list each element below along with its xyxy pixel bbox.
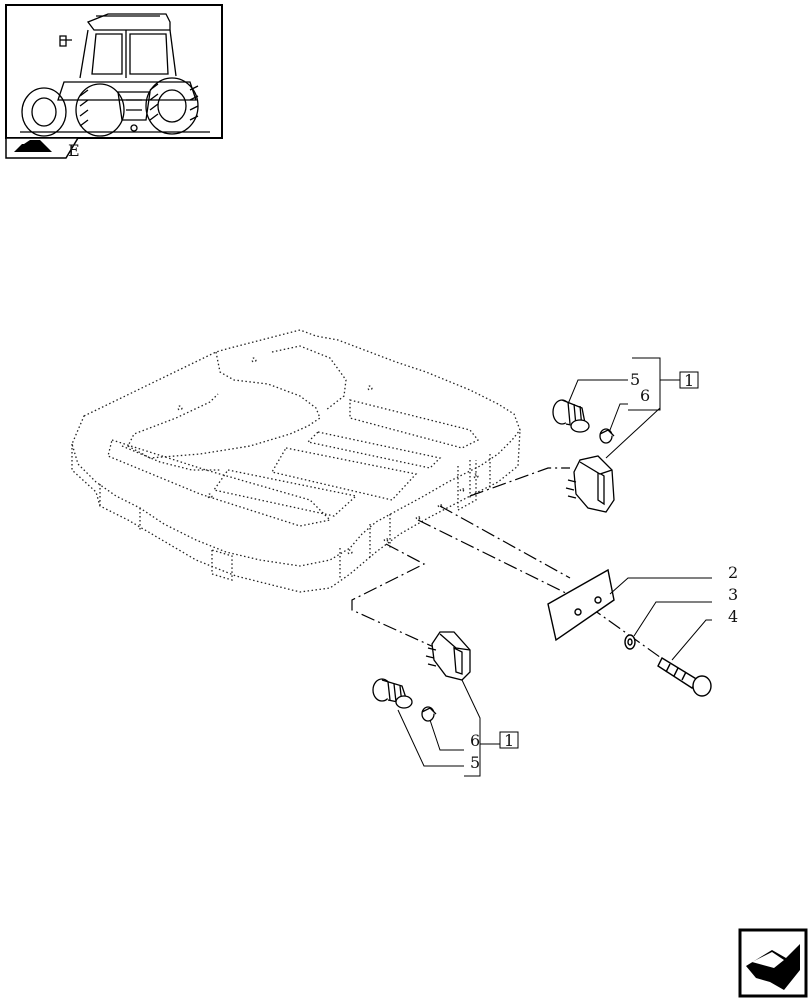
- lower-lamp-housing: [425, 631, 471, 681]
- tractor-cab-thumbnail-icon: [20, 13, 210, 137]
- lower-bulb: [421, 706, 437, 722]
- callout-plate: 2: [728, 563, 738, 582]
- next-page-arrow-icon[interactable]: [738, 928, 808, 998]
- upper-bulb: [599, 428, 615, 444]
- assembly-guide-lines: [351, 467, 665, 661]
- bolt: [657, 657, 712, 697]
- callout-top-group: 1: [684, 371, 694, 390]
- leader-lines: [397, 357, 712, 777]
- callout-washer: 3: [728, 585, 738, 604]
- tractor-thumbnail: E: [5, 4, 223, 160]
- thumbnail-caption: E: [68, 141, 80, 160]
- callout-top-6: 6: [640, 386, 650, 405]
- callout-bottom-group: 1: [504, 731, 514, 750]
- lower-lamp-assembly: [372, 631, 471, 722]
- upper-lamp-housing: [565, 455, 615, 513]
- callout-labels: 5 6 1 2 3 4 6 5 1: [470, 370, 738, 772]
- callout-top-5: 5: [630, 370, 640, 389]
- callout-bolt: 4: [728, 607, 738, 626]
- lower-lamp-holder: [372, 678, 413, 709]
- callout-box-top: [679, 371, 699, 389]
- mounting-plate: [547, 568, 615, 642]
- callout-bottom-6: 6: [470, 731, 480, 750]
- thumbnail-page-icon: [14, 140, 52, 152]
- cab-roof-outline: [71, 329, 521, 593]
- callout-bottom-5: 5: [470, 753, 480, 772]
- washer: [624, 634, 636, 650]
- callout-box-bottom: [499, 731, 519, 749]
- upper-lamp-holder: [552, 399, 590, 433]
- upper-lamp-assembly: [552, 399, 615, 513]
